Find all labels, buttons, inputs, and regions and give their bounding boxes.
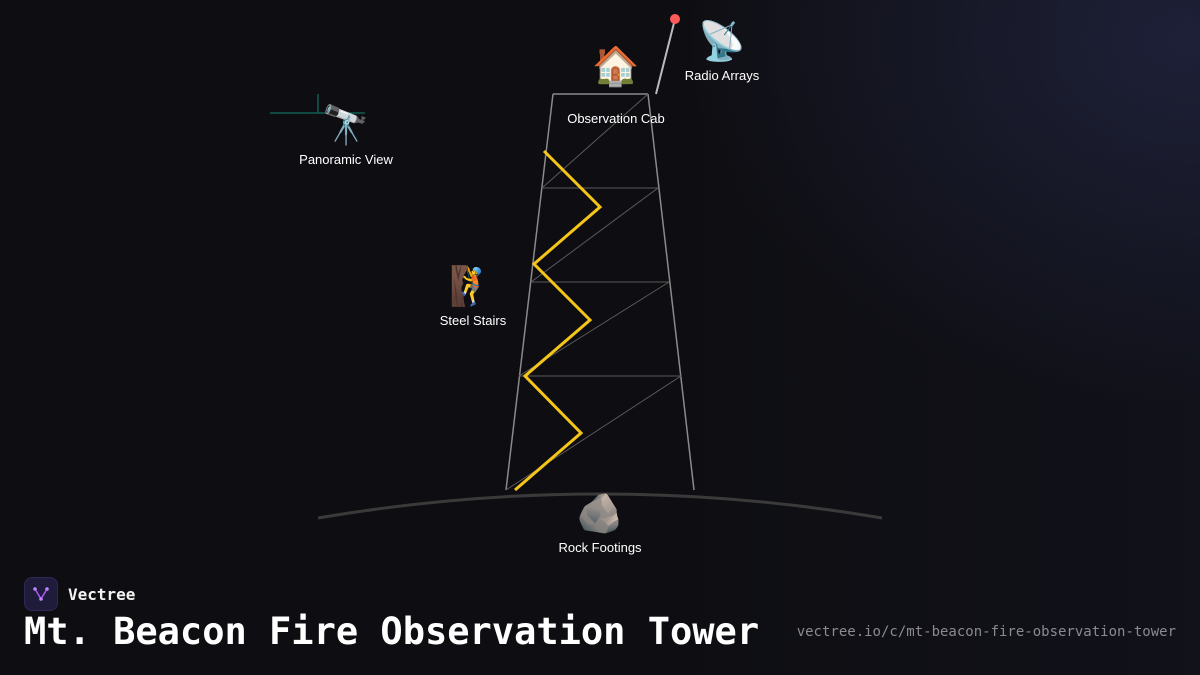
climber-icon: 🧗 xyxy=(449,266,497,308)
panoramic-view-label: Panoramic View xyxy=(299,152,393,167)
tower-left-leg xyxy=(505,93,554,491)
tower-right-leg xyxy=(647,93,695,491)
house-icon: 🏠 xyxy=(592,46,640,88)
page-url[interactable]: vectree.io/c/mt-beacon-fire-observation-… xyxy=(796,624,1176,640)
radio-arrays-label: Radio Arrays xyxy=(684,68,760,83)
brand: Vectree xyxy=(24,577,135,611)
antenna-mast xyxy=(655,18,676,95)
panoramic-view-node: 🔭 Panoramic View xyxy=(299,104,393,167)
telescope-icon: 🔭 xyxy=(322,105,370,147)
diagonal-brace xyxy=(530,187,659,283)
diagonal-brace xyxy=(541,93,649,189)
rock-footings-label: Rock Footings xyxy=(558,540,642,555)
steel-stairs-label: Steel Stairs xyxy=(439,313,507,328)
steel-stairs-node: 🧗 Steel Stairs xyxy=(440,265,506,328)
diagonal-brace xyxy=(505,375,682,491)
observation-cab-node: 🏠 Observation Cab xyxy=(567,45,665,126)
antenna-tip xyxy=(670,14,680,24)
satellite-dish-icon: 📡 xyxy=(698,21,746,63)
vectree-logo-icon xyxy=(24,577,58,611)
radio-arrays-node: 📡 Radio Arrays xyxy=(685,20,759,83)
brand-name: Vectree xyxy=(68,584,136,604)
ground-line xyxy=(317,492,883,520)
stairs-zigzag xyxy=(514,149,603,492)
rock-footings-node: 🪨 Rock Footings xyxy=(558,492,641,555)
page-title: Mt. Beacon Fire Observation Tower xyxy=(24,610,760,653)
observation-cab-label: Observation Cab xyxy=(567,111,665,126)
rock-icon: 🪨 xyxy=(576,493,624,535)
